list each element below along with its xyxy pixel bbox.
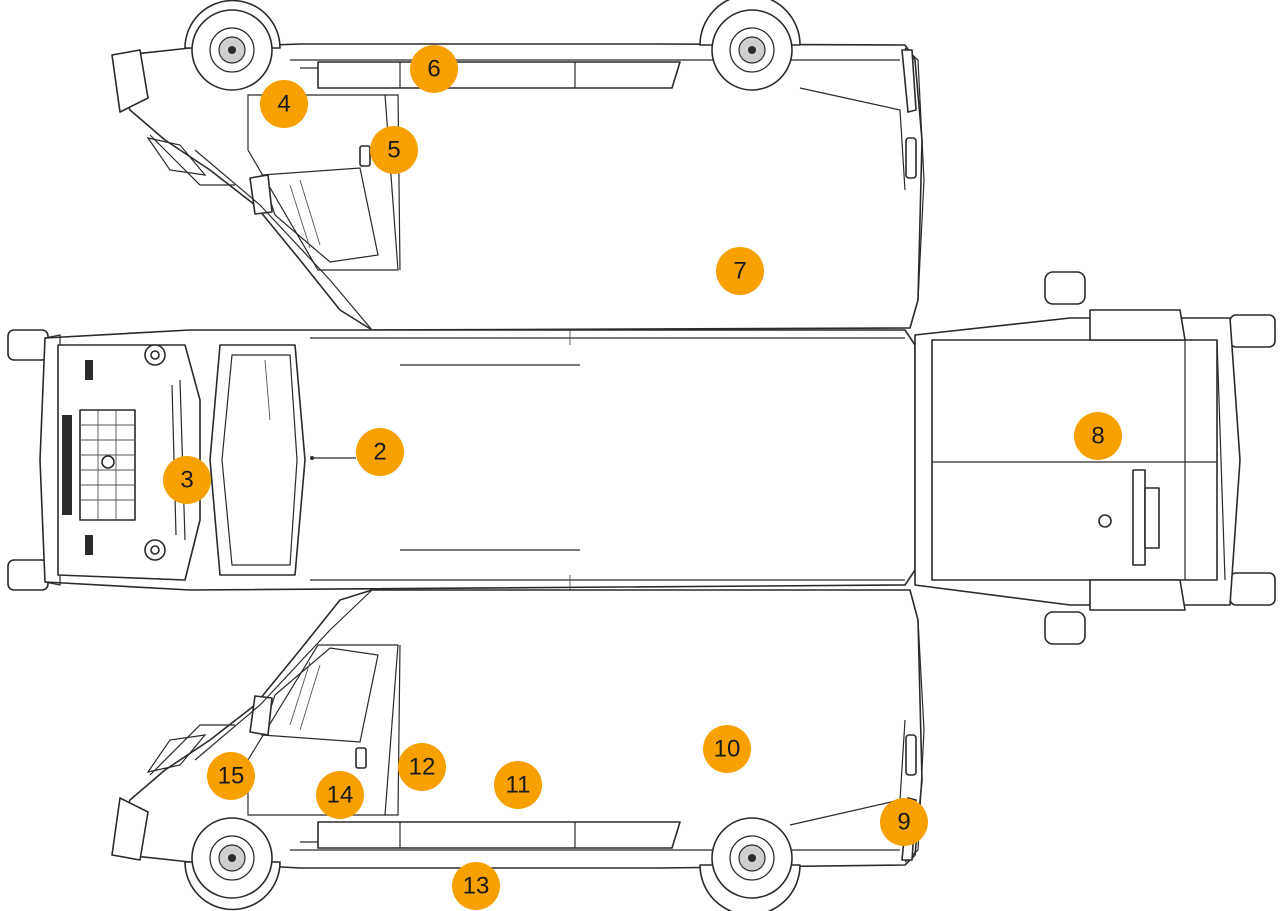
marker-circle [370,126,418,174]
van-rear-view [914,271,1276,645]
marker-circle [1074,412,1122,460]
marker-13: 13 [452,862,500,910]
marker-12: 12 [398,743,446,791]
marker-label: 14 [327,782,354,809]
damage-markers: 2 3 4 5 6 7 8 9 10 11 12 13 14 15 [163,45,1122,910]
marker-6: 6 [410,45,458,93]
marker-circle [703,725,751,773]
marker-label: 10 [714,736,741,763]
marker-14: 14 [316,771,364,819]
grille-lines [80,410,135,520]
marker-label: 9 [897,809,910,836]
marker-3: 3 [163,456,211,504]
marker-circle [880,798,928,846]
marker-4: 4 [260,80,308,128]
marker-label: 3 [180,467,193,494]
marker-circle [398,743,446,791]
marker-label: 8 [1091,423,1104,450]
marker-label: 15 [218,763,245,790]
marker-circle [316,771,364,819]
marker-15: 15 [207,752,255,800]
van-side-view-bottom [111,589,925,911]
marker-label: 4 [277,91,290,118]
marker-circle [207,752,255,800]
marker-label: 13 [463,873,490,900]
marker-9: 9 [880,798,928,846]
marker-circle [452,862,500,910]
marker-7: 7 [716,247,764,295]
marker-circle [163,456,211,504]
marker-circle [494,761,542,809]
marker-label: 12 [409,754,436,781]
marker-circle [356,428,404,476]
marker-8: 8 [1074,412,1122,460]
marker-label: 5 [387,137,400,164]
marker-circle [716,247,764,295]
van-side-view-top [111,0,925,331]
marker-label: 11 [506,772,531,799]
marker-11: 11 [494,761,542,809]
van-plan-view [7,329,916,591]
marker-label: 7 [733,258,746,285]
marker-2: 2 [356,428,404,476]
marker-5: 5 [370,126,418,174]
marker-label: 2 [373,439,386,466]
marker-10: 10 [703,725,751,773]
marker-circle [260,80,308,128]
marker-circle [410,45,458,93]
marker-label: 6 [427,56,440,83]
